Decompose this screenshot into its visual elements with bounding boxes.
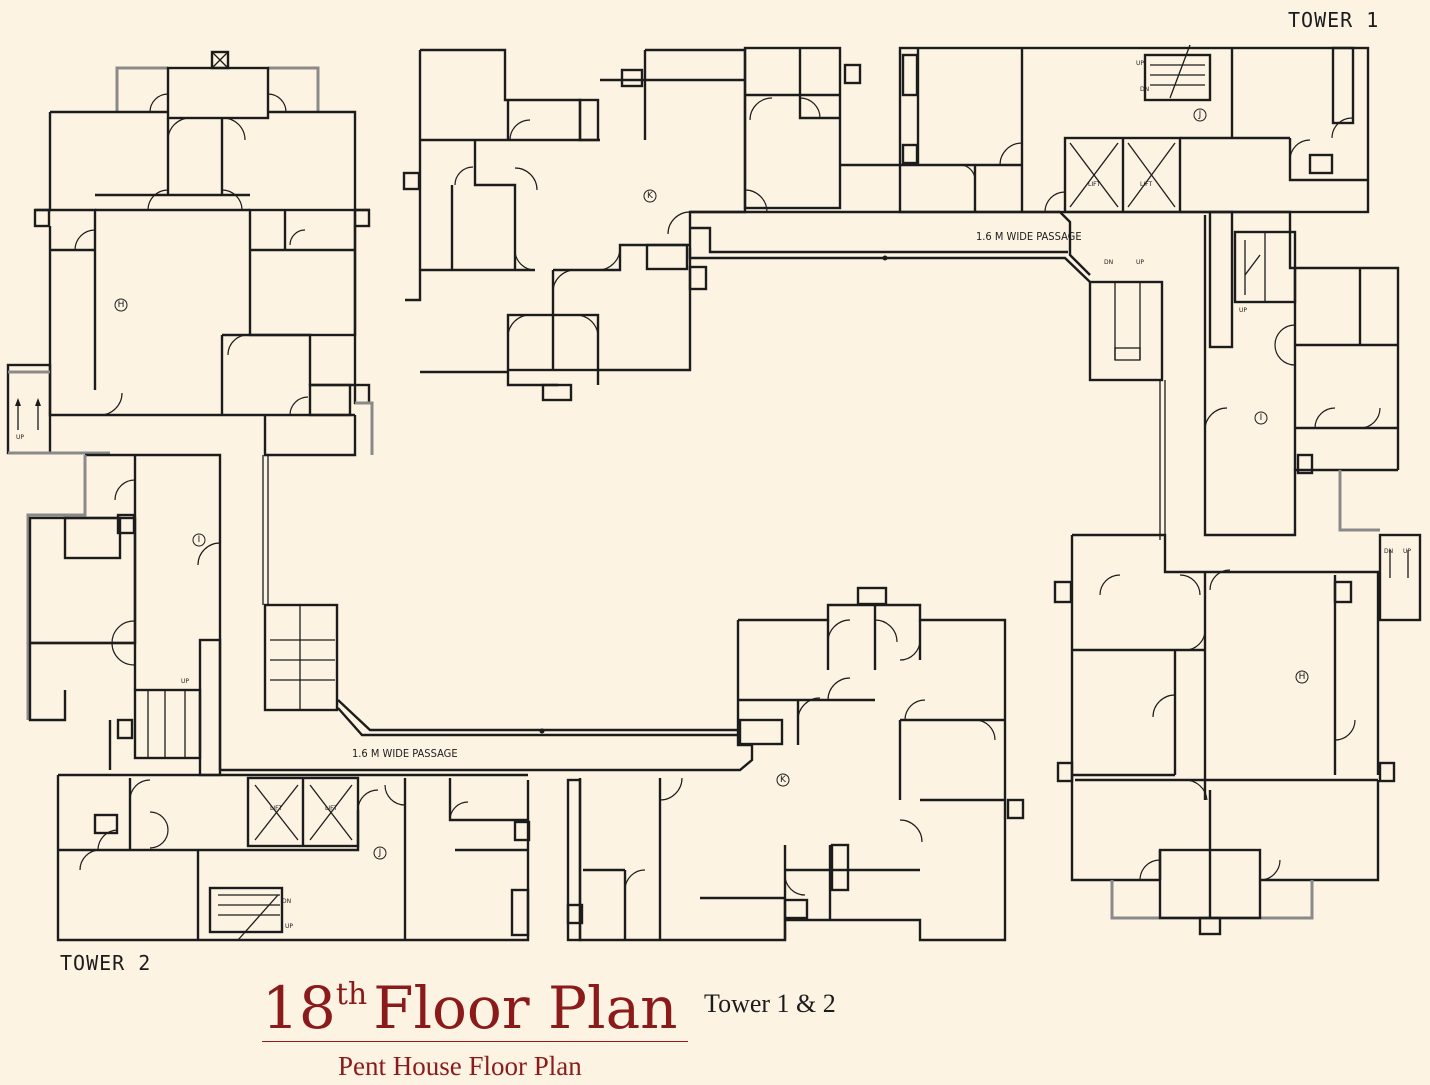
dn-label: DN [1384, 548, 1393, 555]
tower-1-label: TOWER 1 [1288, 8, 1379, 32]
svg-text:J: J [378, 848, 382, 858]
unit-marker-h-top-left: H [114, 298, 128, 312]
unit-j-top-right [840, 44, 1370, 214]
up-label: UP [1136, 259, 1144, 266]
svg-text:J: J [1198, 110, 1202, 120]
up-label: UP [1403, 548, 1411, 555]
tower-2-label: TOWER 2 [60, 951, 151, 975]
dn-label: DN [282, 898, 291, 905]
stair-center-right [1088, 280, 1164, 382]
unit-k-top [402, 46, 862, 402]
unit-h-top-left [33, 50, 374, 457]
up-label: UP [181, 678, 189, 685]
up-label: UP [16, 434, 24, 441]
unit-j-bottom-left [56, 773, 531, 942]
unit-h-bottom-right [1053, 533, 1396, 936]
up-label: UP [1239, 307, 1247, 314]
up-label: UP [1136, 60, 1144, 67]
stair-left [6, 363, 110, 455]
svg-text:K: K [647, 191, 654, 201]
title-divider [262, 1041, 688, 1042]
up-label: UP [285, 923, 293, 930]
lift-label: LIFT [1088, 181, 1100, 188]
unit-i-right [1180, 210, 1400, 537]
stair-tower1-service [1244, 240, 1261, 295]
unit-marker-k-top: K [643, 189, 657, 203]
stair-right [1378, 533, 1422, 622]
svg-text:I: I [1260, 413, 1263, 423]
svg-text:H: H [118, 300, 125, 310]
floor-plan-word: Floor Plan [373, 974, 678, 1042]
svg-text:I: I [198, 535, 201, 545]
dn-label: DN [1104, 259, 1113, 266]
unit-marker-k-bottom: K [776, 773, 790, 787]
svg-text:K: K [780, 775, 787, 785]
unit-marker-i-right: I [1254, 411, 1268, 425]
unit-marker-j-bottom-left: J [373, 846, 387, 860]
unit-marker-j-top-right: J [1193, 108, 1207, 122]
floor-number-suffix: th [335, 977, 368, 1012]
unit-i-left [26, 453, 222, 777]
lift-label: LIFT [1140, 181, 1152, 188]
floor-number: 18 [262, 974, 336, 1042]
unit-k-bottom [566, 586, 1025, 942]
page-subtitle: Pent House Floor Plan [338, 1051, 582, 1081]
dn-label: DN [1140, 86, 1149, 93]
stair-left-mid [263, 603, 339, 712]
plan-labels: TOWER 1 TOWER 2 1.6 M WIDE PASSAGE 1.6 M… [16, 8, 1411, 975]
unit-marker-i-left: I [192, 533, 206, 547]
lift-label: LIFT [325, 805, 337, 812]
passage-ring [220, 210, 1166, 772]
unit-marker-h-bottom-right: H [1295, 670, 1309, 684]
towers-caption: Tower 1 & 2 [704, 989, 836, 1018]
lift-label: LIFT [270, 805, 282, 812]
passage-bottom-label: 1.6 M WIDE PASSAGE [352, 747, 458, 760]
passage-top-label: 1.6 M WIDE PASSAGE [976, 230, 1082, 243]
svg-text:H: H [1299, 672, 1306, 682]
